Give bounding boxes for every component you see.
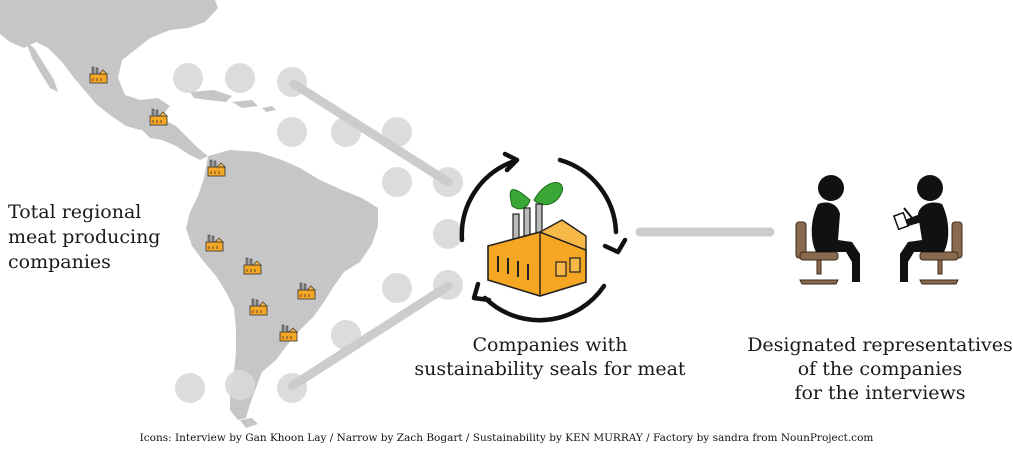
interview-people-icon [795, 175, 963, 285]
sustainability-companies-label: Companies with sustainability seals for … [400, 333, 700, 381]
center-label-line: sustainability seals for meat [414, 358, 686, 380]
recycle-arrows-icon [459, 151, 628, 323]
icon-credits: Icons: Interview by Gan Khoon Lay / Narr… [139, 432, 874, 444]
left-label-line: meat producing [8, 226, 161, 248]
connector-lines [287, 79, 775, 391]
right-label-line: for the interviews [794, 382, 966, 404]
latin-america-map [0, 0, 378, 428]
left-label-line: Total regional [8, 201, 142, 223]
representatives-label: Designated representatives of the compan… [735, 333, 1013, 405]
left-label-line: companies [8, 251, 111, 273]
right-label-line: Designated representatives [747, 334, 1013, 356]
total-companies-label: Total regional meat producing companies [8, 200, 188, 275]
right-label-line: of the companies [797, 358, 963, 380]
sustainable-factory-icon [487, 182, 587, 297]
center-label-line: Companies with [472, 334, 628, 356]
